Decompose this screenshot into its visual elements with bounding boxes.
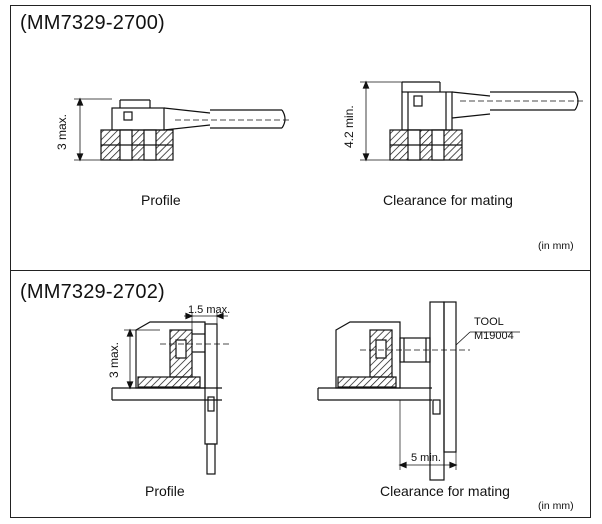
section1-profile-caption: Profile — [141, 192, 181, 208]
section1-profile-dimension: 3 max. — [55, 114, 69, 150]
section2-clearance-drawing — [317, 301, 520, 481]
section2-profile-drawing — [111, 312, 230, 475]
section1-clearance-dimension: 4.2 min. — [342, 105, 356, 148]
figure-frame — [10, 5, 591, 518]
section1-clearance-drawing — [360, 80, 585, 162]
section2-profile-width-dimension: 1.5 max. — [188, 304, 230, 316]
tool-label: TOOL — [474, 316, 504, 328]
section2-unit-note: (in mm) — [538, 500, 574, 512]
tool-part-number: M19004 — [474, 330, 514, 342]
section2-profile-caption: Profile — [145, 483, 185, 499]
section1-clearance-caption: Clearance for mating — [383, 192, 513, 208]
section2-clearance-dimension: 5 min. — [411, 452, 441, 464]
section1-profile-drawing — [74, 97, 292, 162]
section2-clearance-caption: Clearance for mating — [380, 483, 510, 499]
section1-model-heading: (MM7329-2700) — [20, 12, 165, 34]
section-divider — [10, 270, 591, 271]
section1-unit-note: (in mm) — [538, 240, 574, 252]
section2-profile-height-dimension: 3 max. — [107, 342, 121, 378]
section2-model-heading: (MM7329-2702) — [20, 281, 165, 303]
